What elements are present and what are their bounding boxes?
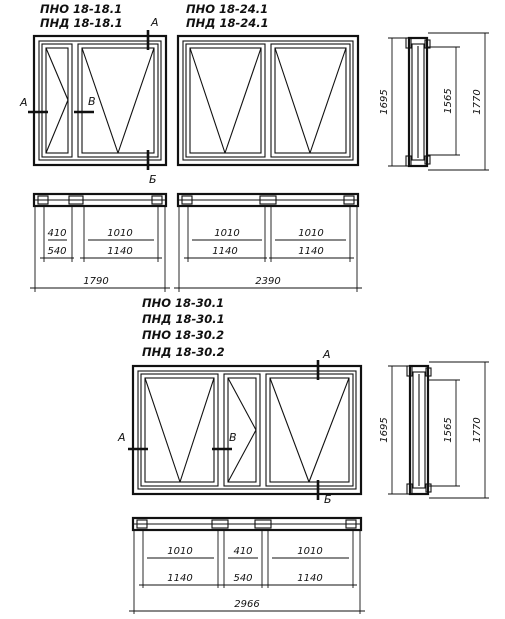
section-cut-marks-18-30 <box>128 360 320 500</box>
section-mark-a-bottom: А <box>322 348 331 361</box>
dim-1565-bottom: 1565 <box>443 417 454 442</box>
dim-1010-top-b: 1010 <box>214 228 239 239</box>
title-pnd-18-30-1: ПНД 18-30.1 <box>142 312 225 326</box>
dim-1565-top: 1565 <box>443 88 454 113</box>
title-pno-18-30-1: ПНО 18-30.1 <box>142 296 224 310</box>
section-mark-v-left: В <box>88 95 96 108</box>
dimension-lines-18-24 <box>174 206 362 292</box>
section-mark-a-left: А <box>19 96 28 109</box>
section-mark-b-bottom: Б <box>324 493 332 506</box>
section-mark-a-left-bottom: А <box>117 431 126 444</box>
window-18-24-elevation <box>176 34 360 167</box>
vertical-section-top <box>405 36 431 168</box>
dimension-lines-18-18 <box>30 206 170 292</box>
section-mark-v-bottom: В <box>229 431 237 444</box>
title-pnd-18-30-2: ПНД 18-30.2 <box>142 345 225 359</box>
horizontal-section-18-30 <box>131 516 363 532</box>
dim-410-top: 410 <box>47 228 66 239</box>
horizontal-section-18-18 <box>32 192 168 208</box>
dim-1140-bottom-a: 1140 <box>167 573 192 584</box>
dim-2390: 2390 <box>255 276 280 287</box>
title-pno-18-18-1: ПНО 18-18.1 <box>40 2 122 16</box>
dim-1140-top-b: 1140 <box>212 246 237 257</box>
title-pnd-18-18-1: ПНД 18-18.1 <box>40 16 123 30</box>
dim-1140-top-c: 1140 <box>298 246 323 257</box>
dim-540-top: 540 <box>47 246 66 257</box>
dim-1010-top-c: 1010 <box>298 228 323 239</box>
dim-1010-bottom-a: 1010 <box>167 546 192 557</box>
dim-1010-bottom-b: 1010 <box>297 546 322 557</box>
dim-1695-top: 1695 <box>379 89 390 114</box>
dim-1140-top-a: 1140 <box>107 246 132 257</box>
vertical-dimensions-top <box>388 32 489 171</box>
window-18-18-elevation <box>32 34 168 167</box>
dim-1770-top: 1770 <box>472 89 483 114</box>
dim-1770-bottom: 1770 <box>472 417 483 442</box>
vertical-dimensions-bottom <box>388 361 489 499</box>
section-mark-b-top: Б <box>149 173 157 186</box>
dim-410-bottom: 410 <box>233 546 252 557</box>
dim-2966: 2966 <box>234 599 259 610</box>
dim-1010-top-a: 1010 <box>107 228 132 239</box>
dim-1790: 1790 <box>83 276 108 287</box>
section-mark-a-top: А <box>150 16 159 29</box>
vertical-section-bottom <box>406 364 432 496</box>
window-18-30-elevation <box>131 364 363 496</box>
title-pno-18-24-1: ПНО 18-24.1 <box>186 2 268 16</box>
dim-1140-bottom-b: 1140 <box>297 573 322 584</box>
dim-540-bottom: 540 <box>233 573 252 584</box>
section-cut-marks-18-18 <box>28 30 150 170</box>
title-pnd-18-24-1: ПНД 18-24.1 <box>186 16 269 30</box>
dimension-lines-18-30 <box>129 530 365 614</box>
title-pno-18-30-2: ПНО 18-30.2 <box>142 328 224 342</box>
dim-1695-bottom: 1695 <box>379 417 390 442</box>
horizontal-section-18-24 <box>176 192 360 208</box>
